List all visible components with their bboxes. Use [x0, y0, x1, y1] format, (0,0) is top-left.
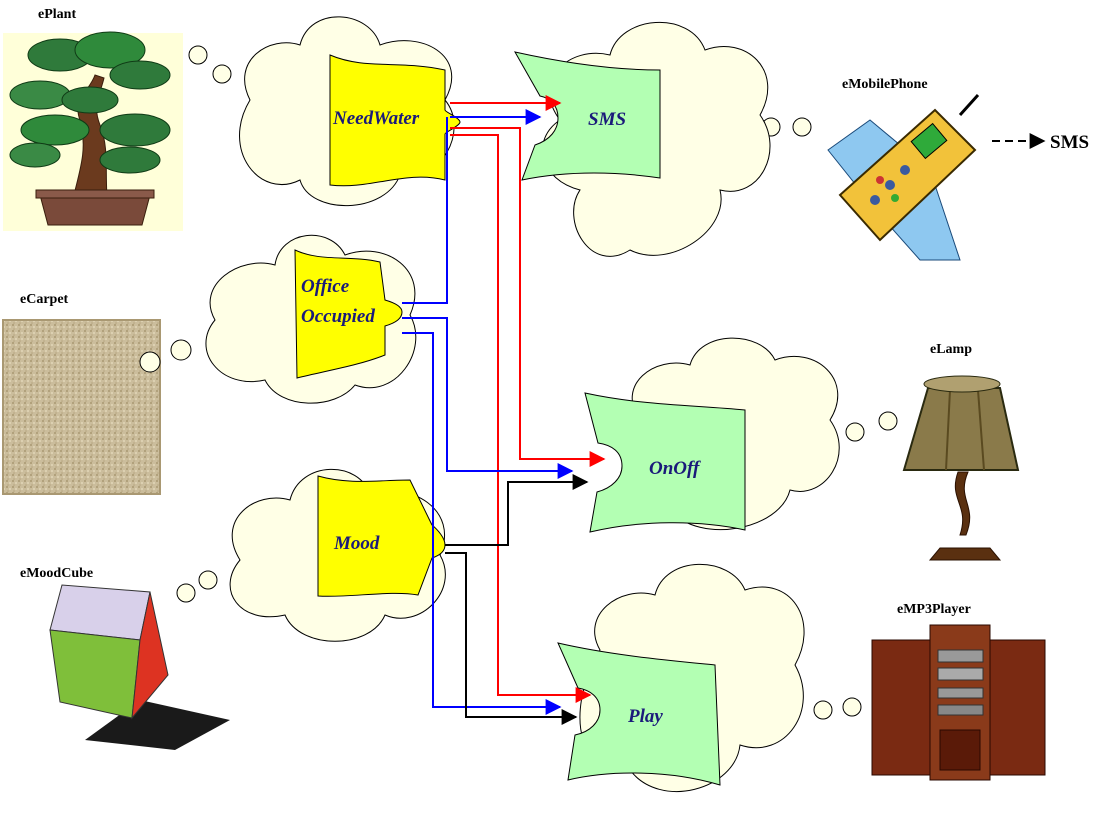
link-office-play-blue [402, 332, 562, 715]
sms-output-label: SMS [1050, 132, 1089, 153]
office-label-line1: Office [301, 276, 350, 297]
link-needwater-onoff-red [450, 127, 606, 467]
needwater-label: NeedWater [332, 108, 420, 129]
mood-label: Mood [333, 533, 380, 554]
emoodcube-label: eMoodCube [20, 566, 93, 581]
carpet-image [2, 319, 161, 495]
needwater-output-shape[interactable] [329, 54, 461, 187]
mood-output-shape[interactable] [317, 475, 446, 597]
mp3player-image [871, 624, 1046, 781]
link-mood-onoff-black [445, 474, 589, 546]
plant-image [3, 31, 183, 231]
plant-thought-bubble-1 [188, 45, 208, 65]
link-needwater-play-red [450, 134, 592, 703]
plant-thought-bubble-2 [212, 64, 232, 84]
emp3player-label: eMP3Player [897, 602, 971, 617]
play-input-label: Play [627, 706, 663, 727]
office-label-line2: Occupied [301, 306, 375, 327]
ecarpet-label: eCarpet [20, 292, 69, 307]
play-input-shape[interactable] [557, 642, 721, 786]
moodcube-thought-bubble-2 [198, 570, 218, 590]
office-occupied-output-shape[interactable] [294, 249, 403, 379]
carpet-thought-bubble-2 [170, 339, 192, 361]
lamp-image [902, 375, 1020, 561]
phone-thought-bubble-2 [792, 117, 812, 137]
onoff-input-shape[interactable] [584, 392, 746, 533]
mp3-thought-bubble-2 [842, 697, 862, 717]
carpet-thought-bubble-1 [139, 351, 161, 373]
eplant-label: ePlant [38, 7, 76, 22]
link-office-onoff-blue [402, 317, 574, 479]
link-mood-play-black [445, 552, 578, 725]
mp3-thought-bubble-1 [813, 700, 833, 720]
onoff-input-label: OnOff [649, 458, 701, 479]
sms-input-label: SMS [588, 109, 626, 130]
link-office-sms-blue [402, 117, 448, 304]
elamp-label: eLamp [930, 342, 972, 357]
sms-input-shape[interactable] [514, 51, 661, 181]
moodcube-thought-bubble-1 [176, 583, 196, 603]
moodcube-image [49, 584, 230, 750]
mobilephone-image [827, 93, 980, 261]
lamp-thought-bubble-2 [878, 411, 898, 431]
emobilephone-label: eMobilePhone [842, 77, 928, 92]
lamp-thought-bubble-1 [845, 422, 865, 442]
